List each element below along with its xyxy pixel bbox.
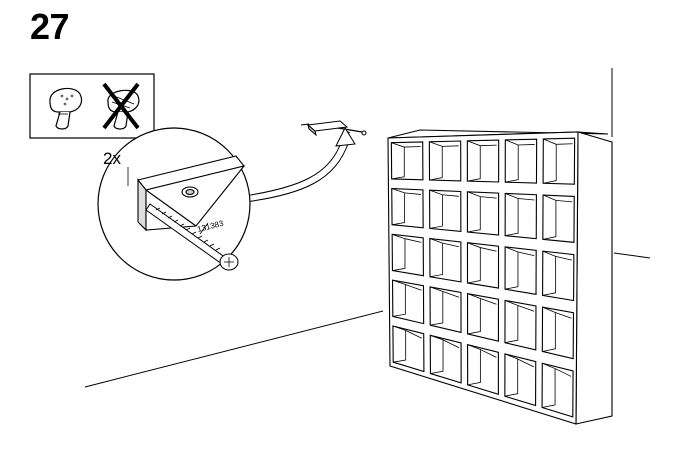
shelf-cube-opening [391,187,424,229]
shelf-cube-depth [467,293,497,335]
shelf-cube-opening [429,237,462,283]
shelf-cube-depth [505,139,535,183]
room-lines [84,68,651,388]
shelf-cube-opening [429,189,462,233]
shelf-cube-depth [429,286,460,326]
wall-bracket-small [300,120,367,137]
shelf-cube-depth [391,142,421,180]
shelf-cube-opening [467,343,499,395]
part-number-leader [199,222,209,235]
shelf-cube-opening [391,233,424,277]
shelf-cube-depth [429,189,459,229]
shelf-cube-opening [466,191,500,236]
step-number: 27 [30,6,70,47]
shelf-cube-depth [467,140,497,182]
shelf-cube-opening [504,246,537,295]
shelf-cube-depth [504,300,535,344]
shelf-cube-depth [542,362,572,408]
shelf-cube-opening [541,306,575,360]
shelf-cube-depth [429,141,459,181]
wall-plug-crossed-icon [102,82,140,130]
shelf-cube-opening [504,138,538,184]
l-bracket [137,155,246,232]
shelf-cube-depth [430,334,460,374]
shelf-right-panel [575,131,613,425]
shelf-cube-depth [467,344,497,386]
shelf-cube-depth [543,138,573,184]
shelf-cube-depth [542,194,573,240]
shelf-cube-opening [542,250,575,302]
shelf-cube-opening [429,334,462,384]
tool-legend-box [29,73,155,139]
shelving-unit [387,129,613,425]
shelf-cube-opening [429,286,462,334]
shelf-cube-opening [392,325,425,373]
shelf-cube-depth [504,246,535,290]
shelf-cube-depth [391,188,421,226]
shelf-cube-depth [505,193,535,237]
hammer-head-icon [49,87,83,130]
shelf-cube-depth [467,191,497,233]
shelf-cube-depth [392,325,422,363]
shelf-cube-depth [542,306,572,352]
shelf-cube-depth [429,238,459,278]
shelf-cube-opening [391,279,425,325]
shelf-cube-depth [467,242,497,284]
shelf-cube-depth [504,353,534,397]
screw-131383 [145,203,239,271]
shelf-cube-opening [541,362,574,418]
shelf-cube-opening [542,194,575,243]
shelf-cube-opening [466,242,500,289]
shelf-cube-depth [392,233,422,271]
shelf-cube-depth [392,279,422,317]
shelf-cube-opening [466,293,500,342]
zoom-callout [97,127,251,281]
shelf-cube-opening [504,299,537,351]
shelf-cube-opening [428,140,462,182]
shelf-cube-opening [390,141,424,181]
shelf-cube-opening [504,192,537,240]
shelf-cube-opening [504,353,537,407]
shelf-cube-opening [542,137,576,185]
callout-arrow [237,126,356,204]
shelf-cube-depth [542,250,572,296]
quantity-label: 2x [103,149,121,168]
shelf-cube-opening [466,139,500,183]
